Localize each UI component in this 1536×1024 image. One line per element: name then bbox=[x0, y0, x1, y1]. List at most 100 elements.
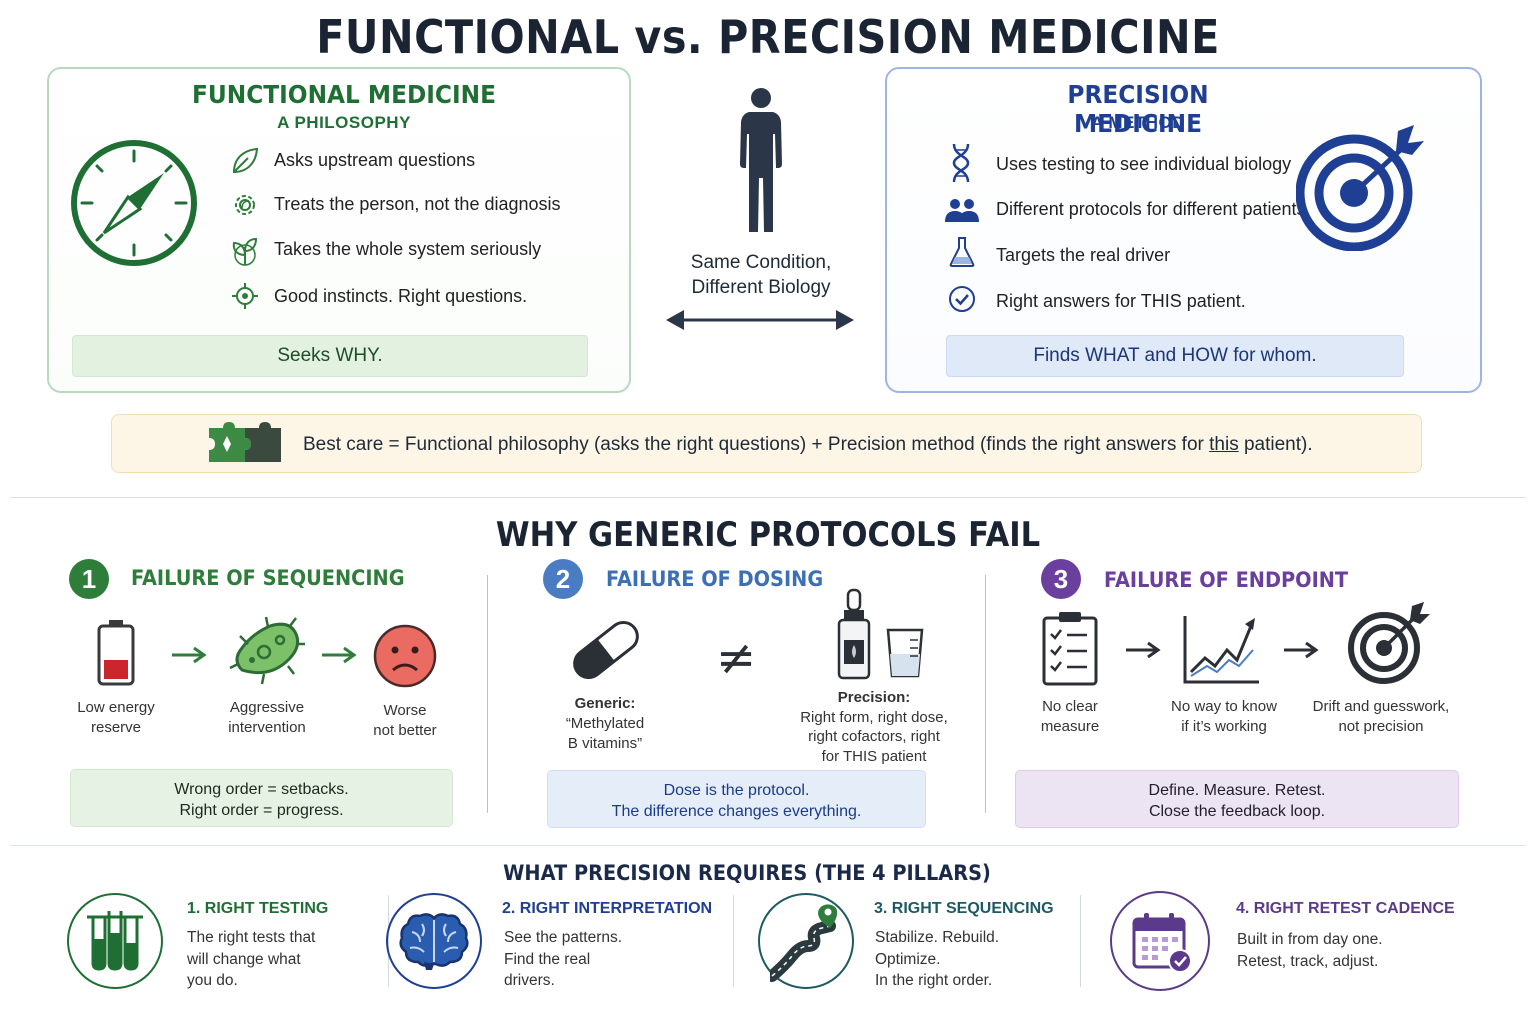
section-divider-1 bbox=[10, 497, 1526, 498]
battery-low-icon bbox=[97, 620, 135, 686]
pillar-4-line-1: Built in from day one. bbox=[1237, 931, 1383, 948]
failure-3-step-1-caption: No clear measure bbox=[1020, 697, 1120, 737]
pillar-2-line-2: Find the real bbox=[504, 950, 591, 968]
failure-1-step-1-caption: Low energy reserve bbox=[66, 698, 166, 738]
compass-icon bbox=[71, 140, 197, 266]
pillar-4-badge bbox=[1110, 891, 1210, 991]
pillar-2-line-3: drivers. bbox=[504, 972, 555, 989]
failure-3-step-2-caption: No way to know if it’s working bbox=[1160, 697, 1288, 737]
clipboard-checklist-icon bbox=[1042, 612, 1098, 686]
sad-face-icon bbox=[373, 624, 437, 688]
pillar-1-line-1: The right tests that bbox=[187, 929, 316, 946]
pillar-1-badge bbox=[67, 893, 163, 989]
functional-item-2: Treats the person, not the diagnosis bbox=[274, 194, 561, 214]
brain-icon bbox=[399, 913, 469, 970]
functional-title: FUNCTIONAL MEDICINE bbox=[192, 80, 496, 109]
test-tubes-icon bbox=[87, 911, 143, 971]
failure-1-step-2-line-2: intervention bbox=[228, 719, 306, 736]
double-arrow-icon bbox=[666, 310, 854, 330]
check-circle-icon bbox=[949, 286, 975, 312]
functional-item-1: Asks upstream questions bbox=[274, 150, 476, 170]
pillar-2-text: See the patterns. Find the real drivers. bbox=[504, 927, 622, 992]
failure-1-summary: Wrong order = setbacks. Right order = pr… bbox=[70, 769, 453, 827]
microbe-icon bbox=[229, 616, 305, 685]
people-icon bbox=[945, 199, 979, 222]
puzzle-icon bbox=[209, 422, 281, 462]
best-care-text: Best care = Functional philosophy (asks … bbox=[303, 434, 1313, 456]
flask-icon bbox=[949, 237, 975, 267]
failure-2-generic-line-2: “Methylated bbox=[565, 715, 645, 732]
precision-title: PRECISION MEDICINE bbox=[1067, 80, 1209, 138]
precision-subtitle: A METHOD bbox=[1090, 113, 1186, 132]
failure-1-summary-line-2: Right order = progress. bbox=[179, 802, 344, 819]
precision-item-1: Uses testing to see individual biology bbox=[996, 154, 1292, 174]
failure-3-step-3-caption: Drift and guesswork, not precision bbox=[1306, 697, 1456, 737]
pillar-4-title: 4. RIGHT RETEST CADENCE bbox=[1236, 900, 1455, 917]
functional-subtitle: A PHILOSOPHY bbox=[277, 113, 411, 132]
why-section-title: WHY GENERIC PROTOCOLS FAIL bbox=[495, 515, 1041, 555]
pillar-1-line-2: will change what bbox=[187, 950, 301, 968]
pillar-separator-3 bbox=[1080, 895, 1081, 987]
human-silhouette-icon bbox=[740, 88, 782, 232]
failure-3-summary: Define. Measure. Retest. Close the feedb… bbox=[1015, 770, 1459, 828]
best-care-emphasis: this bbox=[1209, 434, 1239, 455]
failure-2-generic-line-1: Generic: bbox=[574, 695, 636, 712]
functional-item-4: Good instincts. Right questions. bbox=[274, 286, 528, 306]
failure-1-step-2-caption: Aggressive intervention bbox=[212, 698, 322, 738]
dropper-bottle-icon bbox=[837, 588, 924, 680]
center-label-line-2: Different Biology bbox=[691, 277, 831, 298]
line-chart-icon bbox=[1183, 616, 1259, 684]
arrow-right-icon bbox=[1126, 641, 1161, 659]
target-arrow-icon bbox=[1296, 125, 1424, 251]
pillar-2-title: 2. RIGHT INTERPRETATION bbox=[502, 900, 713, 917]
plant-icon bbox=[232, 237, 258, 266]
best-care-text-before: Best care = Functional philosophy (asks … bbox=[303, 434, 1210, 455]
pillar-3-line-1: Stabilize. Rebuild. bbox=[875, 929, 1000, 946]
failure-2-number: 2 bbox=[543, 559, 583, 599]
failure-2-precision-line-4: for THIS patient bbox=[821, 747, 927, 765]
failure-3-step-2-line-1: No way to know bbox=[1171, 698, 1277, 715]
failure-2-precision-line-2: Right form, right dose, bbox=[800, 708, 948, 726]
pillar-1-title: 1. RIGHT TESTING bbox=[187, 900, 329, 917]
failure-1-step-1-line-1: Low energy bbox=[77, 699, 155, 716]
pillar-4-text: Built in from day one. Retest, track, ad… bbox=[1237, 929, 1383, 972]
failure-2-precision-line-3: right cofactors, right bbox=[808, 728, 940, 745]
not-equal-symbol: ≠ bbox=[716, 630, 757, 686]
best-care-banner bbox=[111, 414, 1422, 473]
failure-2-generic-caption: Generic: “Methylated B vitamins” bbox=[545, 694, 665, 754]
column-separator-2 bbox=[985, 575, 986, 813]
failure-2-generic-line-3: B vitamins” bbox=[567, 735, 643, 752]
failure-1-title: FAILURE OF SEQUENCING bbox=[131, 566, 405, 590]
failure-1-step-3-line-2: not better bbox=[373, 722, 437, 739]
failure-2-title: FAILURE OF DOSING bbox=[606, 567, 824, 591]
precision-summary: Finds WHAT and HOW for whom. bbox=[946, 335, 1404, 377]
failure-1-summary-line-1: Wrong order = setbacks. bbox=[174, 781, 349, 798]
failure-1-step-1-line-2: reserve bbox=[90, 719, 142, 736]
failure-2-precision-caption: Precision: Right form, right dose, right… bbox=[789, 688, 959, 766]
gear-leaf-icon bbox=[235, 195, 255, 215]
precision-item-4: Right answers for THIS patient. bbox=[996, 291, 1246, 311]
pillar-1-line-3: you do. bbox=[187, 972, 238, 989]
arrow-right-icon bbox=[172, 646, 207, 664]
pillar-3-text: Stabilize. Rebuild. Optimize. In the rig… bbox=[875, 927, 999, 992]
pillar-2-line-1: See the patterns. bbox=[504, 929, 623, 946]
capsule-icon bbox=[573, 620, 639, 680]
column-separator-1 bbox=[487, 575, 488, 813]
functional-item-3: Takes the whole system seriously bbox=[274, 239, 542, 259]
failure-3-title: FAILURE OF ENDPOINT bbox=[1104, 568, 1349, 592]
failure-3-step-3-line-1: Drift and guesswork, bbox=[1312, 698, 1450, 715]
failure-2-summary-line-1: Dose is the protocol. bbox=[663, 782, 810, 799]
arrow-right-icon bbox=[322, 646, 357, 664]
section-divider-2 bbox=[10, 845, 1526, 846]
failure-2-precision-line-1: Precision: bbox=[837, 689, 911, 706]
failure-3-step-3-line-2: not precision bbox=[1338, 718, 1424, 735]
failure-1-step-3-line-1: Worse bbox=[383, 702, 427, 719]
failure-1-step-3-caption: Worse not better bbox=[355, 701, 455, 741]
failure-3-step-1-line-1: No clear bbox=[1042, 698, 1098, 715]
arrow-right-icon bbox=[1284, 641, 1319, 659]
functional-summary: Seeks WHY. bbox=[72, 335, 588, 377]
pillar-3-badge bbox=[758, 893, 854, 989]
failure-3-summary-line-2: Close the feedback loop. bbox=[1148, 803, 1326, 820]
failure-3-step-2-line-2: if it’s working bbox=[1181, 718, 1267, 735]
pillar-separator-2 bbox=[733, 895, 734, 987]
